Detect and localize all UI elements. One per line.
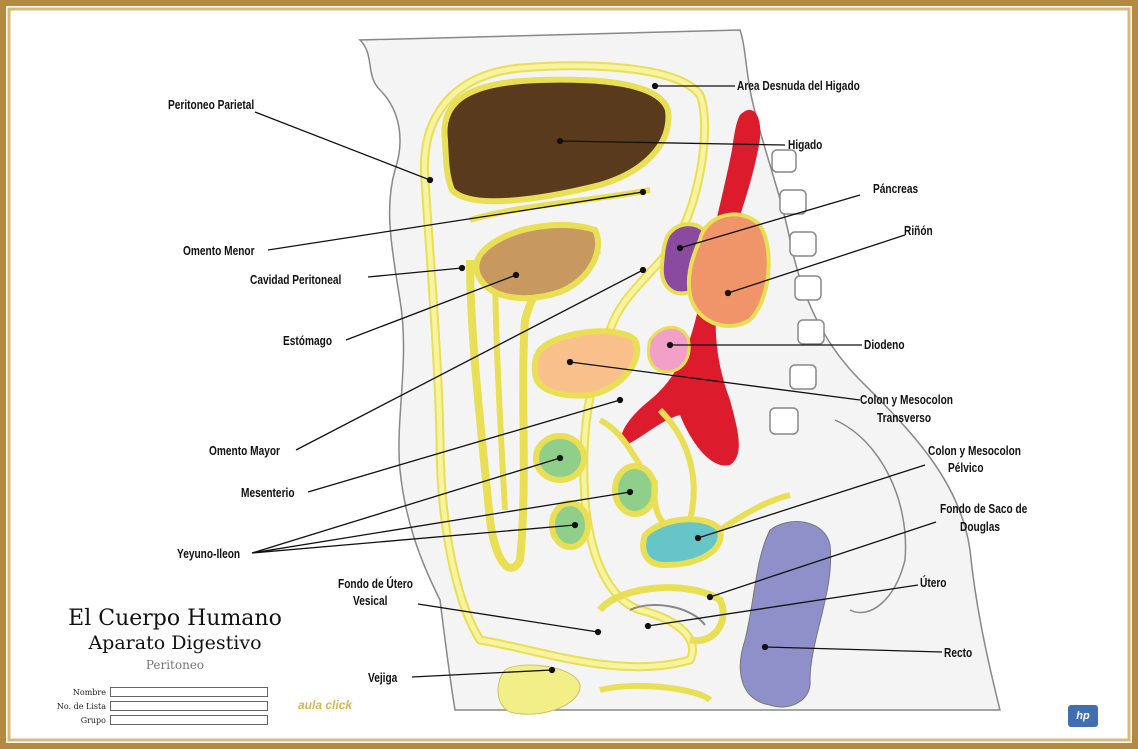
dot-fondo-saco (708, 595, 713, 600)
label-colon-pelvico-1: Colon y Mesocolon (928, 443, 1021, 458)
label-colon-pelvico-2: Pélvico (948, 460, 984, 475)
form-label-nombre: Nombre (52, 688, 110, 697)
label-fondo-utero-2: Vesical (353, 593, 387, 608)
vertebra-4 (795, 276, 821, 300)
dot-yeyuno-1 (558, 456, 563, 461)
dot-colon-transverso (568, 360, 573, 365)
form-label-grupo: Grupo (52, 716, 110, 725)
title-block: El Cuerpo Humano Aparato Digestivo Perit… (60, 606, 290, 676)
label-cavidad-peritoneal: Cavidad Peritoneal (250, 272, 341, 287)
label-rinon: Riñón (904, 223, 933, 238)
duodenum (648, 327, 689, 372)
dot-mesenterio (618, 398, 623, 403)
title-line-2: Aparato Digestivo (60, 632, 290, 654)
form-field-nombre[interactable] (110, 687, 268, 697)
dot-peritoneo-parietal (428, 178, 433, 183)
label-pancreas: Páncreas (873, 181, 918, 196)
label-yeyuno-ileon: Yeyuno-Ileon (177, 546, 240, 561)
dot-higado (558, 139, 563, 144)
dot-recto (763, 645, 768, 650)
jejunum-loop-2 (615, 466, 655, 514)
label-peritoneo-parietal: Peritoneo Parietal (168, 97, 254, 112)
title-line-3: Peritoneo (60, 654, 290, 676)
dot-cavidad-peritoneal (460, 266, 465, 271)
form-row-nombre: Nombre (52, 687, 268, 697)
label-vejiga: Vejiga (368, 670, 397, 685)
dot-omento-menor (641, 190, 646, 195)
label-omento-menor: Omento Menor (183, 243, 255, 258)
form-field-lista[interactable] (110, 701, 268, 711)
dot-utero (646, 624, 651, 629)
dot-omento-mayor (641, 268, 646, 273)
dot-colon-pelvico (696, 536, 701, 541)
label-colon-transverso-1: Colon y Mesocolon (860, 392, 953, 407)
form-label-lista: No. de Lista (52, 702, 110, 711)
label-mesenterio: Mesenterio (241, 485, 295, 500)
dot-vejiga (550, 668, 555, 673)
dot-yeyuno-3 (573, 523, 578, 528)
vertebra-3 (790, 232, 816, 256)
form-field-grupo[interactable] (110, 715, 268, 725)
aulaclick-logo: aula click (298, 698, 352, 712)
vertebra-6 (790, 365, 816, 389)
label-recto: Recto (944, 645, 972, 660)
hp-logo: hp (1068, 705, 1098, 727)
title-line-1: El Cuerpo Humano (60, 606, 290, 632)
dot-pancreas (678, 246, 683, 251)
vertebra-2 (780, 190, 806, 214)
label-colon-transverso-2: Transverso (877, 410, 931, 425)
label-diodeno: Diodeno (864, 337, 905, 352)
label-fondo-saco-2: Douglas (960, 519, 1000, 534)
dot-fondo-utero (596, 630, 601, 635)
label-area-desnuda: Area Desnuda del Higado (737, 78, 860, 93)
dot-rinon (726, 291, 731, 296)
form-row-lista: No. de Lista (52, 701, 268, 711)
dot-yeyuno-2 (628, 490, 633, 495)
dot-estomago (514, 273, 519, 278)
dot-area-desnuda (653, 84, 658, 89)
vertebra-1 (772, 150, 796, 172)
label-higado: Higado (788, 137, 822, 152)
vertebra-5 (798, 320, 824, 344)
label-omento-mayor: Omento Mayor (209, 443, 280, 458)
label-estomago: Estómago (283, 333, 332, 348)
label-utero: Útero (920, 575, 946, 590)
vertebra-7 (770, 408, 798, 434)
label-fondo-utero-1: Fondo de Útero (338, 576, 413, 591)
dot-diodeno (668, 343, 673, 348)
form-row-grupo: Grupo (52, 715, 268, 725)
label-fondo-saco-1: Fondo de Saco de (940, 501, 1027, 516)
